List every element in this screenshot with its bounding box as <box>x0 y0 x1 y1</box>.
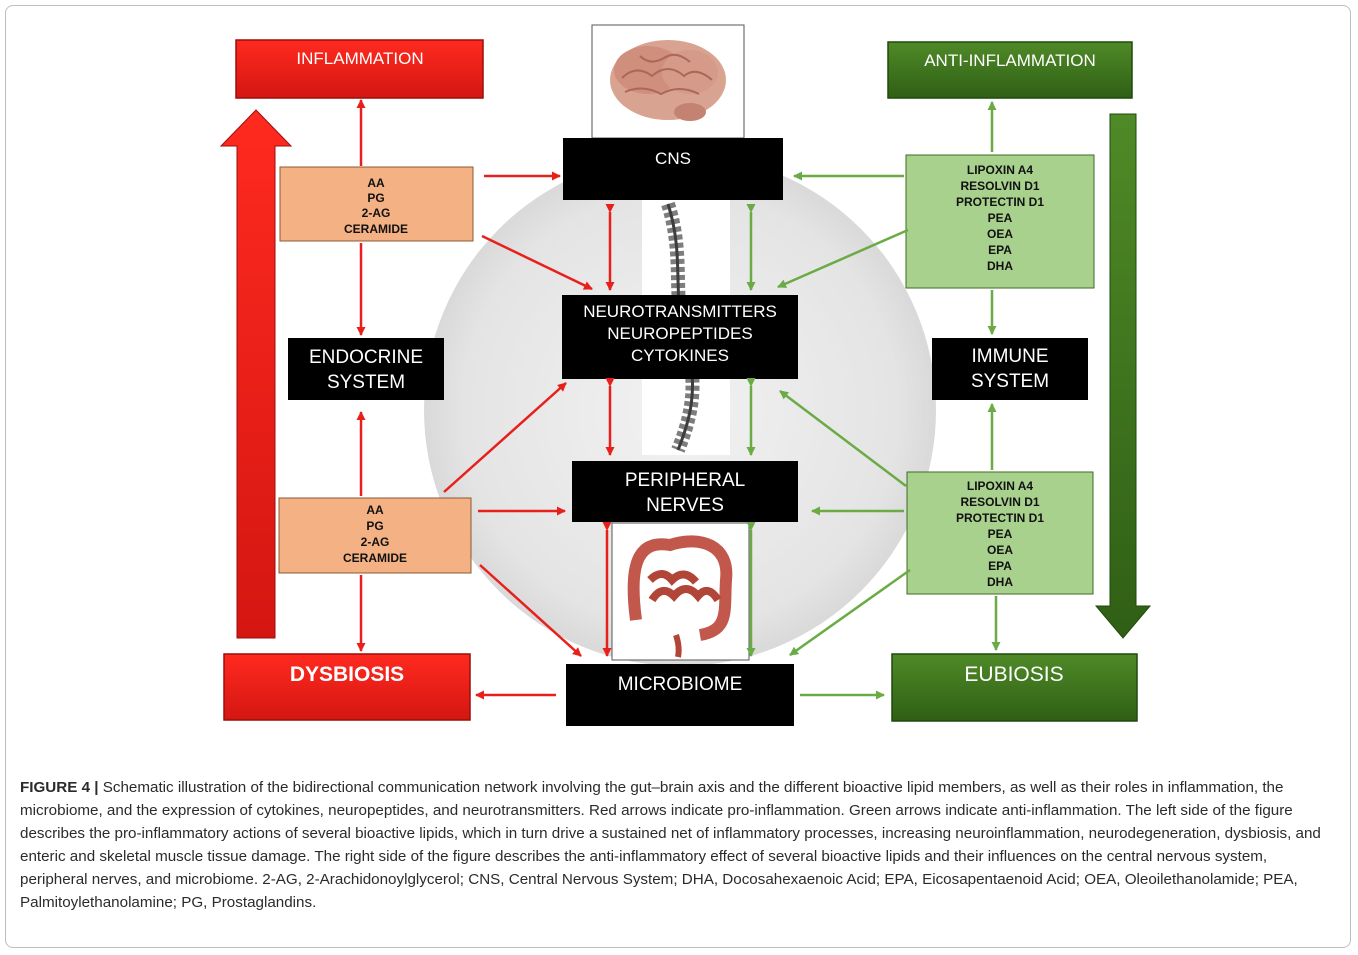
cytokines-label: CYTOKINES <box>631 346 729 365</box>
peripheral-nerves-box: PERIPHERAL NERVES <box>572 461 798 522</box>
microbiome-box: MICROBIOME <box>566 664 794 726</box>
caption-text: Schematic illustration of the bidirectio… <box>20 779 1321 911</box>
peripheral-label-2: NERVES <box>646 495 724 516</box>
green-arrow <box>789 568 911 657</box>
anti-lipids-box-top: LIPOXIN A4 RESOLVIN D1 PROTECTIN D1 PEA … <box>905 154 1095 289</box>
inflammation-box: INFLAMMATION <box>235 39 484 99</box>
endocrine-box: ENDOCRINE SYSTEM <box>288 338 444 400</box>
big-red-up-arrow <box>219 109 293 639</box>
anti-lipids-box-bottom: LIPOXIN A4 RESOLVIN D1 PROTECTIN D1 PEA … <box>906 471 1094 595</box>
big-green-down-arrow <box>1094 113 1152 639</box>
dysbiosis-label: DYSBIOSIS <box>290 663 404 686</box>
red-arrows <box>356 99 615 700</box>
endocrine-label-2: SYSTEM <box>327 372 405 393</box>
neuro-box: NEUROTRANSMITTERS NEUROPEPTIDES CYTOKINE… <box>562 295 798 379</box>
anti-lipid-dha: DHA <box>987 259 1013 273</box>
pro-lipid-ceramide: CERAMIDE <box>343 551 407 565</box>
pro-lipid-pg: PG <box>367 191 384 205</box>
anti-lipid-oea: OEA <box>987 543 1013 557</box>
anti-lipid-protectin: PROTECTIN D1 <box>956 511 1044 525</box>
red-arrow <box>479 564 582 657</box>
red-arrow <box>443 382 567 493</box>
anti-lipid-pea: PEA <box>988 211 1013 225</box>
immune-label-2: SYSTEM <box>971 371 1049 392</box>
caption-label: FIGURE 4 | <box>20 779 99 796</box>
anti-lipid-dha: DHA <box>987 575 1013 589</box>
figure-frame <box>5 5 1351 948</box>
cns-box: CNS <box>563 138 783 200</box>
neurotransmitters-label: NEUROTRANSMITTERS <box>583 302 777 321</box>
figure-caption: FIGURE 4 | Schematic illustration of the… <box>20 776 1338 914</box>
green-arrows <box>746 101 1001 700</box>
pro-lipid-aa: AA <box>367 176 385 190</box>
pro-lipid-ceramide: CERAMIDE <box>344 222 408 236</box>
anti-lipid-epa: EPA <box>988 243 1012 257</box>
anti-inflammation-label: ANTI-INFLAMMATION <box>924 51 1096 70</box>
anti-lipid-resolvin: RESOLVIN D1 <box>960 495 1039 509</box>
neuropeptides-label: NEUROPEPTIDES <box>607 324 752 343</box>
inflammation-label: INFLAMMATION <box>296 49 423 68</box>
anti-lipid-protectin: PROTECTIN D1 <box>956 195 1044 209</box>
gut-brain-diagram: INFLAMMATION ANTI-INFLAMMATION CNS NEURO… <box>219 24 1152 726</box>
peripheral-label-1: PERIPHERAL <box>625 470 745 491</box>
pro-lipid-aa: AA <box>366 503 384 517</box>
immune-box: IMMUNE SYSTEM <box>932 338 1088 400</box>
anti-lipid-lipoxin: LIPOXIN A4 <box>967 479 1034 493</box>
dysbiosis-box: DYSBIOSIS <box>223 653 471 721</box>
red-arrow <box>481 234 593 291</box>
pro-lipid-2ag: 2-AG <box>362 206 391 220</box>
anti-lipid-epa: EPA <box>988 559 1012 573</box>
pro-lipid-2ag: 2-AG <box>361 535 390 549</box>
anti-inflammation-box: ANTI-INFLAMMATION <box>887 41 1133 99</box>
endocrine-label-1: ENDOCRINE <box>309 347 423 368</box>
green-arrow <box>779 390 907 487</box>
anti-lipid-oea: OEA <box>987 227 1013 241</box>
anti-lipid-lipoxin: LIPOXIN A4 <box>967 163 1034 177</box>
pro-lipids-box-top: AA PG 2-AG CERAMIDE <box>279 166 474 242</box>
anti-lipid-pea: PEA <box>988 527 1013 541</box>
immune-label-1: IMMUNE <box>971 346 1048 367</box>
pro-lipid-pg: PG <box>366 519 383 533</box>
eubiosis-label: EUBIOSIS <box>964 663 1063 686</box>
microbiome-label: MICROBIOME <box>618 674 743 695</box>
intestine-icon <box>611 522 750 661</box>
brain-icon <box>591 24 745 139</box>
eubiosis-box: EUBIOSIS <box>891 653 1138 722</box>
cns-label: CNS <box>655 149 691 168</box>
pro-lipids-box-bottom: AA PG 2-AG CERAMIDE <box>278 497 472 574</box>
green-arrow <box>777 228 909 289</box>
anti-lipid-resolvin: RESOLVIN D1 <box>960 179 1039 193</box>
